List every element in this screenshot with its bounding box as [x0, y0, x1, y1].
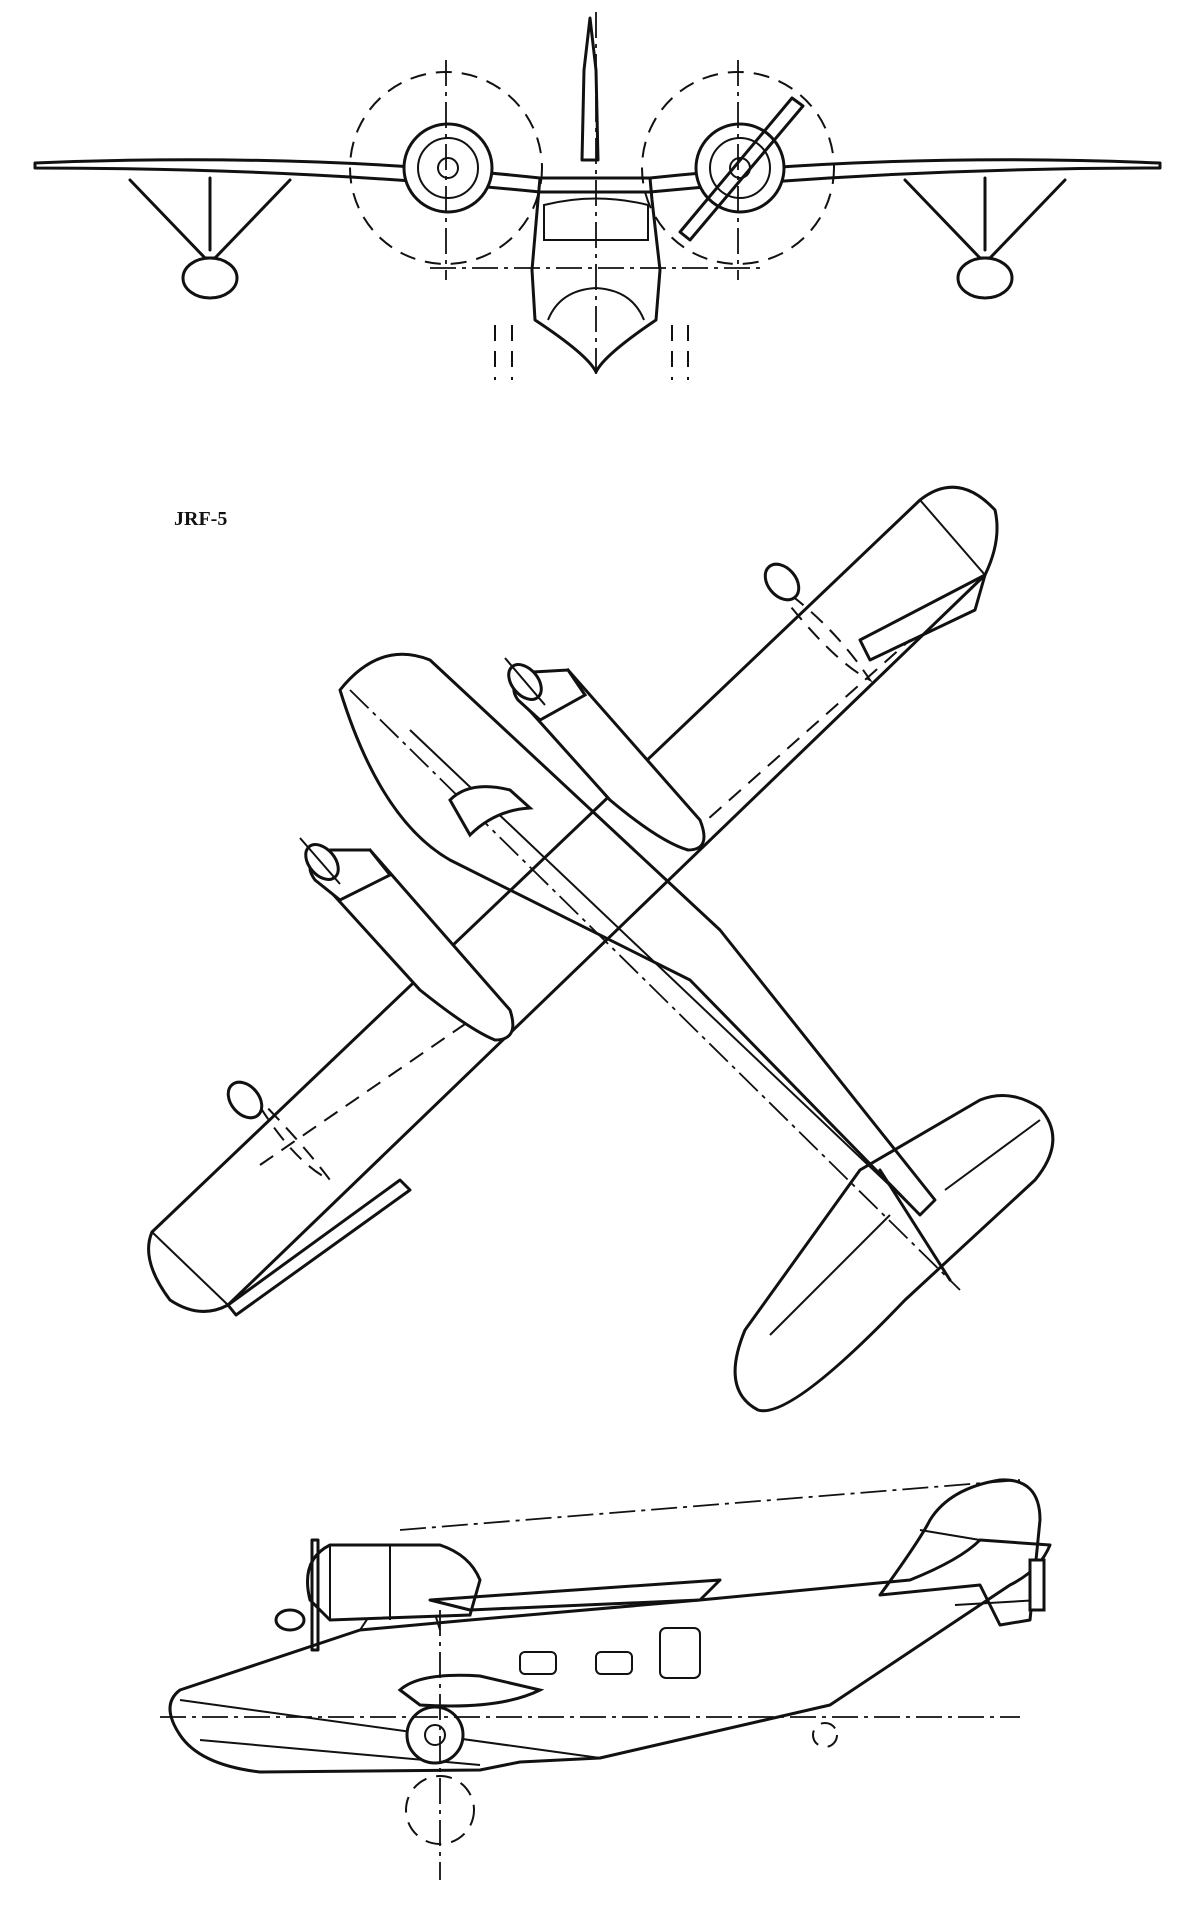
top-tailplane: [733, 1094, 1055, 1413]
left-float: [181, 256, 239, 300]
cabin-window: [519, 1651, 557, 1675]
left-engine-cowl: [402, 122, 494, 214]
side-rudder-balance: [1028, 1558, 1046, 1612]
top-left-nacelle: [317, 848, 515, 1042]
aircraft-designation-label: JRF-5: [174, 508, 228, 530]
side-view: [160, 1478, 1052, 1880]
top-fuselage: [338, 652, 937, 1217]
side-propeller: [310, 1538, 320, 1652]
top-right-nacelle: [519, 668, 706, 852]
right-engine-cowl: [694, 122, 786, 214]
side-spinner: [274, 1608, 306, 1632]
side-hull: [168, 1538, 1052, 1774]
side-main-wheel: [405, 1705, 465, 1765]
side-engine: [306, 1543, 482, 1622]
cabin-window: [595, 1651, 633, 1675]
top-view: [147, 485, 1055, 1413]
cabin-door: [659, 1627, 701, 1679]
front-view: [33, 12, 1162, 380]
front-fin: [580, 16, 600, 162]
right-propeller: [678, 96, 805, 242]
front-wing: [33, 158, 1162, 194]
top-wing: [147, 485, 999, 1313]
right-float: [956, 256, 1014, 300]
side-fin: [878, 1478, 1042, 1627]
